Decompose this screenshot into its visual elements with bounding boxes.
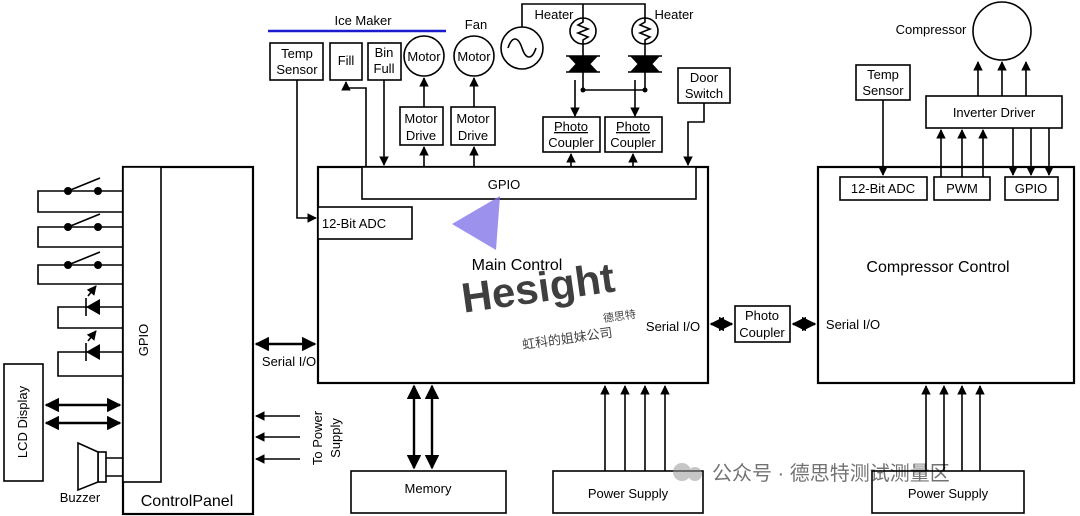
compressor-control-block <box>816 165 1076 385</box>
fill-wire <box>341 81 367 167</box>
buzzer-icon <box>77 441 123 492</box>
main-control-title: Main Control <box>472 257 563 274</box>
bin-full-block: Bin Full <box>367 42 402 81</box>
fan-motor: Fan Motor <box>453 17 495 77</box>
comp-gpio-label: GPIO <box>1015 181 1048 196</box>
footer-watermark-text: 公众号 · 德思特测试测量区 <box>712 462 950 485</box>
photo-coupler-2-line2: Coupler <box>610 135 656 150</box>
fan-motor-label: Motor <box>457 49 491 64</box>
fill-block: Fill <box>329 42 363 81</box>
motor-drive-1-line2: Drive <box>406 128 436 143</box>
watermark-seal: 德思特 <box>602 307 637 325</box>
photo-coupler-1-line1: Photo <box>554 119 588 134</box>
temp-sensor-2-line1: Temp <box>867 67 899 82</box>
motor-drive-2: Motor Drive <box>450 106 496 146</box>
photo-coupler-3-line1: Photo <box>745 308 779 323</box>
main-adc-label: 12-Bit ADC <box>322 216 386 231</box>
ice-maker-label: Ice Maker <box>334 13 392 28</box>
heater-1: Heater <box>534 7 597 56</box>
motor-drive-1-line1: Motor <box>404 111 438 126</box>
panel-gpio-bus <box>122 166 162 483</box>
power-supply-main-label: Power Supply <box>588 486 669 501</box>
main-gpio-bus <box>361 166 697 200</box>
ice-motor-label: Motor <box>407 49 441 64</box>
main-control-block <box>316 165 710 385</box>
comp-serial-label: Serial I/O <box>826 317 880 332</box>
temp-sensor-line1: Temp <box>281 46 313 61</box>
lcd-display-label: LCD Display <box>15 385 30 458</box>
to-power-label-2: Supply <box>328 418 343 458</box>
lcd-display-block <box>3 363 44 482</box>
main-serial-left-label: Serial I/O <box>262 354 316 369</box>
buzzer-label: Buzzer <box>60 490 101 505</box>
compressor-label: Compressor <box>896 22 967 37</box>
comp-gpio-block <box>1004 176 1059 201</box>
door-label: Door <box>690 70 719 85</box>
inverter-driver-label: Inverter Driver <box>953 105 1036 120</box>
panel-gpio-label: GPIO <box>136 324 151 357</box>
photo-coupler-3-line2: Coupler <box>739 325 785 340</box>
compressor-motor: Compressor <box>896 1 1032 61</box>
triac-2 <box>628 55 662 90</box>
photo-coupler-1: Photo Coupler <box>542 116 601 153</box>
bin-label: Bin <box>375 45 394 60</box>
full-label: Full <box>374 61 395 76</box>
photo-coupler-2-line1: Photo <box>616 119 650 134</box>
temp-sensor-wire <box>296 80 317 223</box>
motor-drive-2-line2: Drive <box>458 128 488 143</box>
power-supply-comp-block <box>871 470 1025 514</box>
heater-2-label: Heater <box>654 7 694 22</box>
led-2 <box>57 330 123 377</box>
inverter-driver-block: Inverter Driver <box>925 95 1063 129</box>
temp-sensor-2-block: Temp Sensor <box>855 64 911 101</box>
power-supply-comp-label: Power Supply <box>908 486 989 501</box>
ice-motor: Motor <box>403 35 445 77</box>
heater-1-label: Heater <box>534 7 574 22</box>
main-gpio-label: GPIO <box>488 177 521 192</box>
photo-coupler-2: Photo Coupler <box>604 116 663 153</box>
led-1 <box>57 285 123 329</box>
fill-label: Fill <box>338 53 355 68</box>
heater-supply-wire <box>521 3 646 27</box>
door-switch-block: Door Switch <box>677 67 731 104</box>
compressor-control-title: Compressor Control <box>866 259 1009 276</box>
photo-coupler-1-line2: Coupler <box>548 135 594 150</box>
photo-coupler-3: Photo Coupler <box>734 305 791 343</box>
motor-drive-1: Motor Drive <box>399 106 444 146</box>
switch-2 <box>37 213 123 248</box>
heater-2: Heater <box>631 7 694 56</box>
motor-drive-2-line1: Motor <box>456 111 490 126</box>
main-serial-right-label: Serial I/O <box>646 319 700 334</box>
triac-1 <box>566 55 600 90</box>
fan-label: Fan <box>465 17 487 32</box>
to-power-label-1: To Power <box>310 410 325 465</box>
main-adc-block <box>317 206 413 240</box>
ac-source <box>500 26 544 70</box>
comp-adc-label: 12-Bit ADC <box>851 181 915 196</box>
temp-sensor-block: Temp Sensor <box>269 42 324 81</box>
temp-sensor-line2: Sensor <box>276 62 318 77</box>
temp-sensor-2-line2: Sensor <box>862 83 904 98</box>
switch-3 <box>37 251 123 285</box>
comp-pwm-label: PWM <box>946 181 978 196</box>
door-switch-wire <box>683 103 705 166</box>
comp-adc-block <box>839 176 928 201</box>
power-supply-main-block <box>552 470 704 514</box>
control-panel-title: ControlPanel <box>141 493 234 510</box>
switch-1 <box>37 177 123 213</box>
memory-block <box>350 470 507 514</box>
footer-watermark: 公众号 · 德思特测试测量区 <box>673 462 950 485</box>
memory-label: Memory <box>405 481 452 496</box>
switch-label: Switch <box>685 86 723 101</box>
